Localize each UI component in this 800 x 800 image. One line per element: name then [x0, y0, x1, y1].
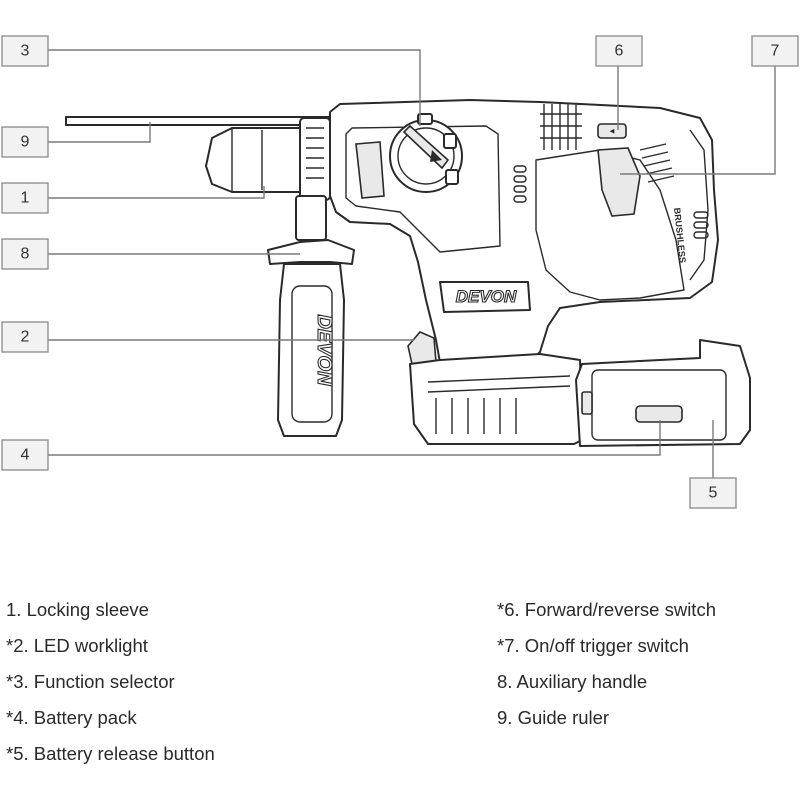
legend-item-on-off-trigger-switch: *7. On/off trigger switch — [497, 635, 689, 656]
callout-7: 7 — [751, 35, 799, 67]
callout-4: 4 — [1, 439, 49, 471]
on-off-trigger — [597, 147, 641, 217]
legend-item-battery-release-button: *5. Battery release button — [6, 743, 215, 764]
svg-text:3: 3 — [21, 43, 30, 60]
leader-lines — [48, 49, 776, 478]
function-selector — [389, 113, 463, 193]
battery-pack — [575, 339, 751, 447]
main-brand-logo: DEVON — [456, 287, 517, 306]
callout-8: 8 — [1, 238, 49, 270]
legend-item-auxiliary-handle: 8. Auxiliary handle — [497, 671, 648, 692]
legend-left-column: 1. Locking sleeve *2. LED worklight *3. … — [6, 592, 215, 772]
handle-brand-logo: DEVON — [313, 314, 335, 386]
legend-item-locking-sleeve: 1. Locking sleeve — [6, 599, 149, 620]
svg-text:1: 1 — [21, 190, 30, 207]
legend-item-forward-reverse-switch: *6. Forward/reverse switch — [497, 599, 716, 620]
callout-6: 6 — [595, 35, 643, 67]
svg-text:4: 4 — [21, 447, 30, 464]
locking-sleeve — [205, 127, 301, 193]
legend-item-battery-pack: *4. Battery pack — [6, 707, 137, 728]
battery-release-button — [635, 405, 683, 423]
svg-text:9: 9 — [21, 134, 30, 151]
forward-reverse-switch — [597, 123, 627, 139]
legend-item-guide-ruler: 9. Guide ruler — [497, 707, 610, 728]
exploded-diagram: ◄ BRUSHLESS DEVON DEVON — [1, 35, 799, 509]
callout-5: 5 — [689, 477, 737, 509]
legend-item-led-worklight: *2. LED worklight — [6, 635, 148, 656]
rotary-hammer-illustration: ◄ BRUSHLESS DEVON DEVON — [65, 99, 751, 447]
svg-text:7: 7 — [771, 43, 780, 60]
legend-right-column: *6. Forward/reverse switch *7. On/off tr… — [497, 592, 716, 736]
svg-text:8: 8 — [21, 246, 30, 263]
callout-3: 3 — [1, 35, 49, 67]
svg-text:5: 5 — [709, 485, 718, 502]
callout-9: 9 — [1, 126, 49, 158]
callout-2: 2 — [1, 321, 49, 353]
side-vents — [513, 165, 527, 203]
callout-1: 1 — [1, 182, 49, 214]
svg-text:2: 2 — [21, 329, 30, 346]
auxiliary-handle: DEVON — [267, 195, 355, 437]
svg-text:◄: ◄ — [608, 127, 616, 136]
svg-text:6: 6 — [615, 43, 624, 60]
legend-item-function-selector: *3. Function selector — [6, 671, 175, 692]
motor-housing — [329, 99, 719, 387]
